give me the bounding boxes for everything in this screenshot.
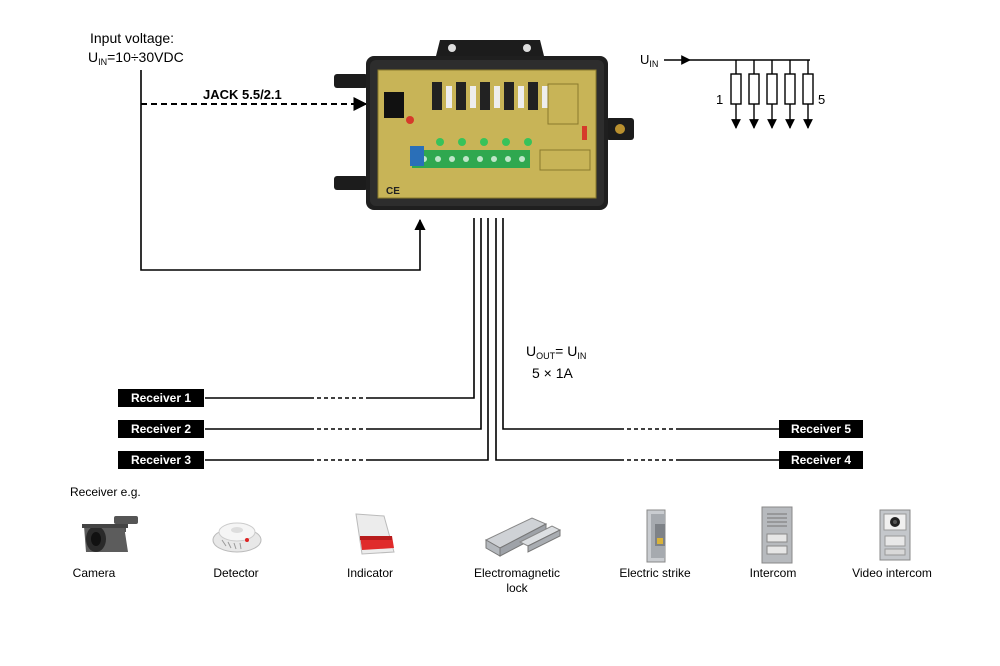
fuse-element <box>730 60 742 129</box>
camera-icon <box>82 516 138 552</box>
jack-label: JACK 5.5/2.1 <box>203 87 282 102</box>
svg-text:CE: CE <box>386 186 400 197</box>
input-voltage: UIN=10÷30VDC <box>88 49 184 67</box>
example-detector-label: Detector <box>213 566 258 580</box>
example-electric-strike-label: Electric strike <box>619 566 691 580</box>
fuse-element <box>802 60 814 129</box>
fuse-element <box>784 60 796 129</box>
electromagnetic-lock-icon <box>484 517 562 557</box>
receiver-2-label: Receiver 2 <box>131 422 191 436</box>
output-voltage: UOUT= UIN <box>526 343 586 361</box>
power-distribution-module: CE <box>334 40 634 210</box>
fuse-first-label: 1 <box>716 92 723 107</box>
receiver-1-label: Receiver 1 <box>131 391 191 405</box>
receiver-5-label: Receiver 5 <box>791 422 851 436</box>
detector-icon <box>212 522 262 553</box>
example-indicator-label: Indicator <box>347 566 393 580</box>
indicator-icon <box>355 513 395 555</box>
receiver-4-label: Receiver 4 <box>791 453 851 467</box>
fuse-schematic: UIN 1 5 <box>640 52 825 129</box>
electric-strike-icon <box>646 509 666 563</box>
video-intercom-icon <box>879 509 911 561</box>
output-wires <box>205 218 780 461</box>
example-intercom-label: Intercom <box>750 566 797 580</box>
example-electromagnetic-label-line2: lock <box>506 581 528 595</box>
receiver-1: Receiver 1 <box>118 389 204 407</box>
receiver-4: Receiver 4 <box>779 451 863 469</box>
examples-heading: Receiver e.g. <box>70 485 141 499</box>
input-title: Input voltage: <box>90 30 174 46</box>
fuse-last-label: 5 <box>818 92 825 107</box>
example-electromagnetic-label: Electromagnetic <box>474 566 560 580</box>
output-current: 5 × 1A <box>532 365 574 381</box>
receiver-3-label: Receiver 3 <box>131 453 191 467</box>
input-wire <box>140 70 426 271</box>
output-dashes <box>310 396 676 462</box>
fuse-schematic-input: UIN <box>640 52 658 69</box>
example-camera-label: Camera <box>73 566 116 580</box>
example-video-intercom-label: Video intercom <box>852 566 932 580</box>
fuse-element <box>748 60 760 129</box>
receiver-2: Receiver 2 <box>118 420 204 438</box>
intercom-icon <box>761 506 793 564</box>
receiver-5: Receiver 5 <box>779 420 863 438</box>
receiver-3: Receiver 3 <box>118 451 204 469</box>
fuse-element <box>766 60 778 129</box>
